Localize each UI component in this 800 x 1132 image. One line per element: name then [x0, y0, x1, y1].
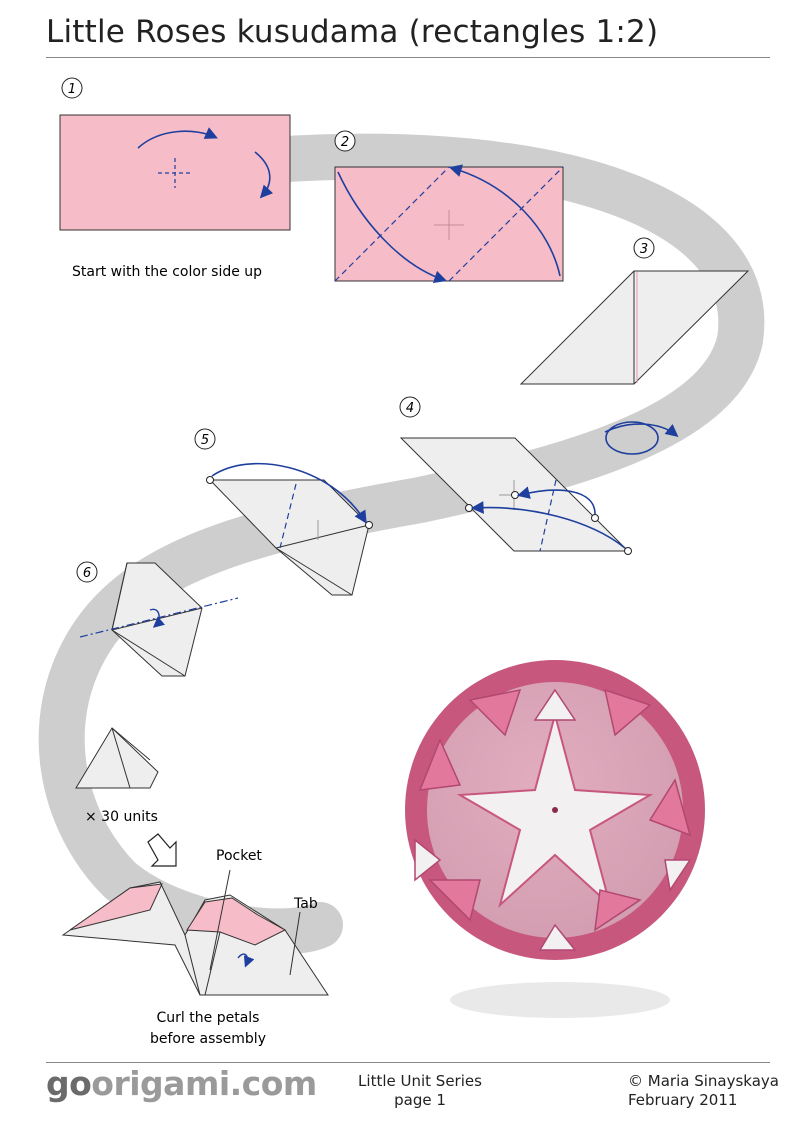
- step-3-parallelogram: [519, 270, 750, 385]
- step-2-number: 2: [334, 130, 356, 152]
- small-unit: [75, 727, 159, 789]
- goorigami-logo: goorigami.com: [46, 1064, 317, 1103]
- tab-label: Tab: [293, 896, 318, 912]
- copyright-block: © Maria Sinayskaya February 2011: [628, 1072, 788, 1110]
- step-1-number: 1: [61, 77, 83, 99]
- svg-text:1: 1: [68, 82, 76, 97]
- svg-text:5: 5: [201, 433, 209, 448]
- step-4-parallelogram: [399, 437, 632, 555]
- units-label: × 30 units: [85, 809, 158, 825]
- page-title: Little Roses kusudama (rectangles 1:2): [46, 14, 659, 50]
- curl-label-line1: Curl the petals: [157, 1010, 260, 1026]
- page-number: page 1: [394, 1091, 446, 1109]
- step-5-number: 5: [194, 428, 216, 450]
- step-2-paper: [334, 164, 564, 283]
- copyright-text: © Maria Sinayskaya: [628, 1072, 779, 1090]
- curl-label-line2: before assembly: [150, 1031, 266, 1047]
- step-1-paper: [59, 114, 291, 231]
- svg-text:4: 4: [406, 401, 414, 416]
- svg-text:3: 3: [640, 242, 648, 257]
- pocket-label: Pocket: [216, 848, 262, 864]
- footer-rule: [46, 1062, 770, 1063]
- date-text: February 2011: [628, 1091, 738, 1109]
- assembly-unit: [61, 869, 329, 996]
- kusudama-ball-image: [405, 660, 705, 1018]
- start-label: Start with the color side up: [72, 264, 262, 280]
- title-rule: [46, 57, 770, 58]
- step-6-unit: [79, 562, 239, 677]
- step-3-number: 3: [633, 237, 655, 259]
- step-5-unit: [206, 462, 373, 596]
- svg-text:2: 2: [341, 135, 349, 150]
- hollow-arrow-icon: [147, 833, 177, 867]
- step-6-number: 6: [76, 561, 98, 583]
- series-block: Little Unit Series page 1: [340, 1072, 500, 1110]
- svg-text:6: 6: [83, 566, 91, 581]
- series-name: Little Unit Series: [358, 1072, 482, 1090]
- rotate-arrow-icon: [604, 421, 679, 455]
- step-4-number: 4: [399, 396, 421, 418]
